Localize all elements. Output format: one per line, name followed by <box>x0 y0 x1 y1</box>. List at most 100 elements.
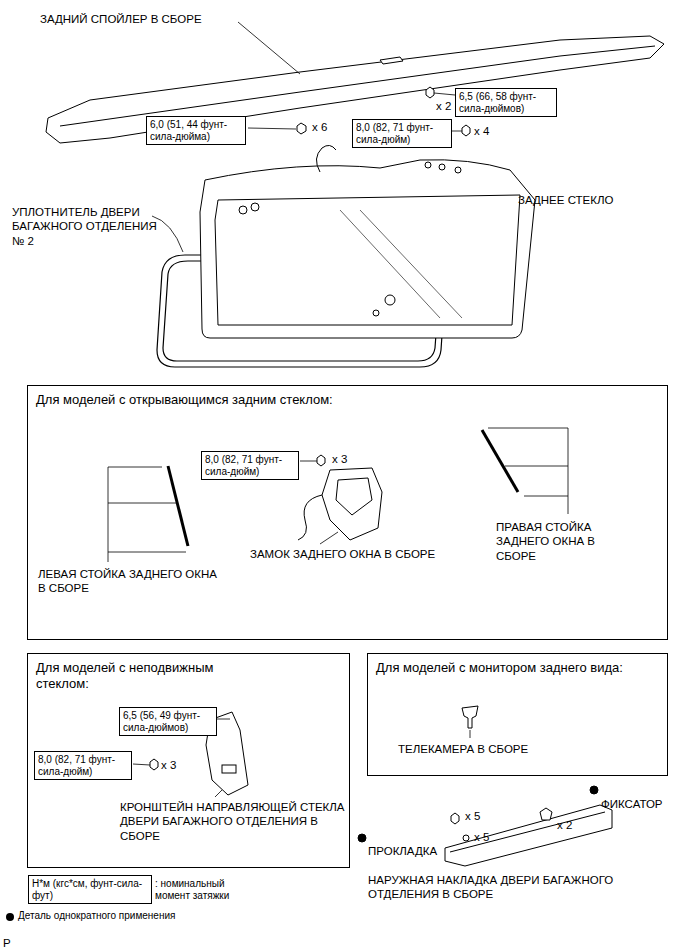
left-strut <box>108 552 186 553</box>
quantity-label: x 4 <box>474 124 489 138</box>
rear-window-lock <box>320 532 338 544</box>
rear-window-lock <box>336 478 372 515</box>
rear-window-lock <box>317 455 325 466</box>
model-variant-panel: Для моделей с неподвижным стеклом: 6,5 (5… <box>27 653 350 868</box>
rear-window-lock <box>322 468 382 540</box>
torque-value: 8,0 (82, 71 фунт-сила-дюйм) <box>205 454 295 477</box>
torque-spec-box: 6,0 (51, 44 фунт-сила-дюйма) <box>146 116 246 145</box>
left-strut <box>168 466 188 546</box>
torque-value: 6,5 (66, 58 фунт-сила-дюймов) <box>459 91 553 114</box>
fastener <box>297 123 306 134</box>
fastener <box>462 125 470 136</box>
rear-glass <box>200 160 535 338</box>
model-variant-panel: Для моделей с монитором заднего вида: <box>367 653 668 776</box>
back-door-garnish <box>358 786 612 866</box>
right-strut <box>482 430 518 492</box>
leader-line <box>452 131 462 132</box>
panel-heading: Для моделей с монитором заднего вида: <box>368 654 644 682</box>
back-door-garnish <box>358 834 366 842</box>
left-strut <box>108 466 188 562</box>
leader-line <box>434 93 455 95</box>
torque-value: 8,0 (82, 71 фунт-сила-дюйм) <box>38 754 128 777</box>
back-door-garnish <box>445 805 612 866</box>
rear-glass <box>200 145 535 338</box>
quantity-label: x 2 <box>557 818 572 832</box>
left-strut <box>108 503 176 504</box>
rear-glass <box>251 203 259 211</box>
rear-glass <box>239 206 247 214</box>
quantity-label: x 5 <box>474 830 489 844</box>
part-label: ЛЕВАЯ СТОЙКА ЗАДНЕГО ОКНА В СБОРЕ <box>38 567 218 596</box>
part-label: ТЕЛЕКАМЕРА В СБОРЕ <box>398 742 578 756</box>
rear-glass <box>455 167 461 173</box>
rear-glass <box>425 162 431 168</box>
quantity-label: x 3 <box>332 452 347 466</box>
back-door-garnish <box>590 786 598 794</box>
back-door-garnish <box>463 835 469 841</box>
part-label: ФИКСАТОР <box>601 797 686 811</box>
legend-text: : номинальный момент затяжки <box>155 878 250 902</box>
back-door-garnish <box>540 808 552 820</box>
rear-spoiler <box>60 46 655 126</box>
part-label: ЗАДНЕЕ СТЕКЛО <box>518 193 668 207</box>
panel-heading: Для моделей с открывающимся задним стекл… <box>28 386 444 414</box>
torque-spec-box: 8,0 (82, 71 фунт-сила-дюйм) <box>201 451 299 480</box>
quantity-label: x 3 <box>161 758 176 772</box>
part-label: ЗАДНИЙ СПОЙЛЕР В СБОРЕ <box>40 12 270 26</box>
rear-window-lock <box>298 495 322 540</box>
left-strut <box>108 467 162 468</box>
part-label: ПРОКЛАДКА <box>368 844 468 858</box>
camera-assembly <box>462 706 478 738</box>
fastener <box>426 87 434 98</box>
panel-heading: Для моделей с неподвижным стеклом: <box>28 654 264 697</box>
left-strut <box>108 467 109 562</box>
back-door-garnish <box>451 813 459 824</box>
leader-line <box>248 128 296 129</box>
right-strut <box>482 428 568 514</box>
rear-glass <box>385 295 395 305</box>
camera-assembly <box>462 706 478 728</box>
glass-guide-bracket <box>150 759 158 770</box>
torque-spec-box: 6,5 (56, 49 фунт-сила-дюймов) <box>119 707 217 736</box>
legend-text: Деталь однократного применения <box>18 910 268 922</box>
glass-guide-bracket <box>216 719 230 720</box>
quantity-label: x 5 <box>465 809 480 823</box>
torque-spec-box: 8,0 (82, 71 фунт-сила-дюйм) <box>352 119 452 148</box>
model-variant-panel: Для моделей с открывающимся задним стекл… <box>27 385 668 640</box>
leader-line <box>238 22 300 74</box>
rear-glass <box>360 210 462 318</box>
torque-value: 6,0 (51, 44 фунт-сила-дюйма) <box>150 119 242 142</box>
rear-spoiler <box>380 57 403 64</box>
rear-glass <box>340 210 440 318</box>
torque-value: Н*м (кгс*см, фунт-сила-фут) <box>32 878 148 901</box>
right-strut <box>488 428 568 429</box>
part-label: ЗАМОК ЗАДНЕГО ОКНА В СБОРЕ <box>250 547 480 561</box>
torque-spec-box: 6,5 (66, 58 фунт-сила-дюймов) <box>455 88 557 117</box>
part-label: УПЛОТНИТЕЛЬ ДВЕРИ БАГАЖНОГО ОТДЕЛЕНИЯ № … <box>12 205 157 248</box>
right-strut <box>524 496 568 497</box>
glass-guide-bracket <box>215 790 222 797</box>
glass-guide-bracket <box>222 765 236 773</box>
single-use-dot <box>6 913 14 921</box>
part-label: КРОНШТЕЙН НАПРАВЛЯЮЩЕЙ СТЕКЛА ДВЕРИ БАГА… <box>120 800 345 843</box>
quantity-label: x 2 <box>436 99 451 113</box>
rear-window-lock <box>300 461 318 462</box>
part-label: НАРУЖНАЯ НАКЛАДКА ДВЕРИ БАГАЖНОГО ОТДЕЛЕ… <box>368 873 618 902</box>
torque-spec-box: 8,0 (82, 71 фунт-сила-дюйм) <box>34 751 132 780</box>
legend-sample-box: Н*м (кгс*см, фунт-сила-фут) <box>28 875 152 904</box>
rear-glass <box>439 164 445 170</box>
rear-window-lock <box>298 455 382 544</box>
right-strut <box>505 466 568 467</box>
part-label: ПРАВАЯ СТОЙКА ЗАДНЕГО ОКНА В СБОРЕ <box>496 520 631 563</box>
glass-guide-bracket <box>133 764 150 765</box>
rear-glass <box>373 310 379 316</box>
rear-glass <box>215 195 520 325</box>
rear-glass <box>316 145 336 172</box>
torque-value: 6,5 (56, 49 фунт-сила-дюймов) <box>123 710 213 733</box>
camera-assembly <box>470 730 471 738</box>
torque-value: 8,0 (82, 71 фунт-сила-дюйм) <box>356 122 448 145</box>
sheet-code: P <box>3 936 11 950</box>
single-use-dot <box>6 913 14 921</box>
right-strut <box>568 428 569 514</box>
